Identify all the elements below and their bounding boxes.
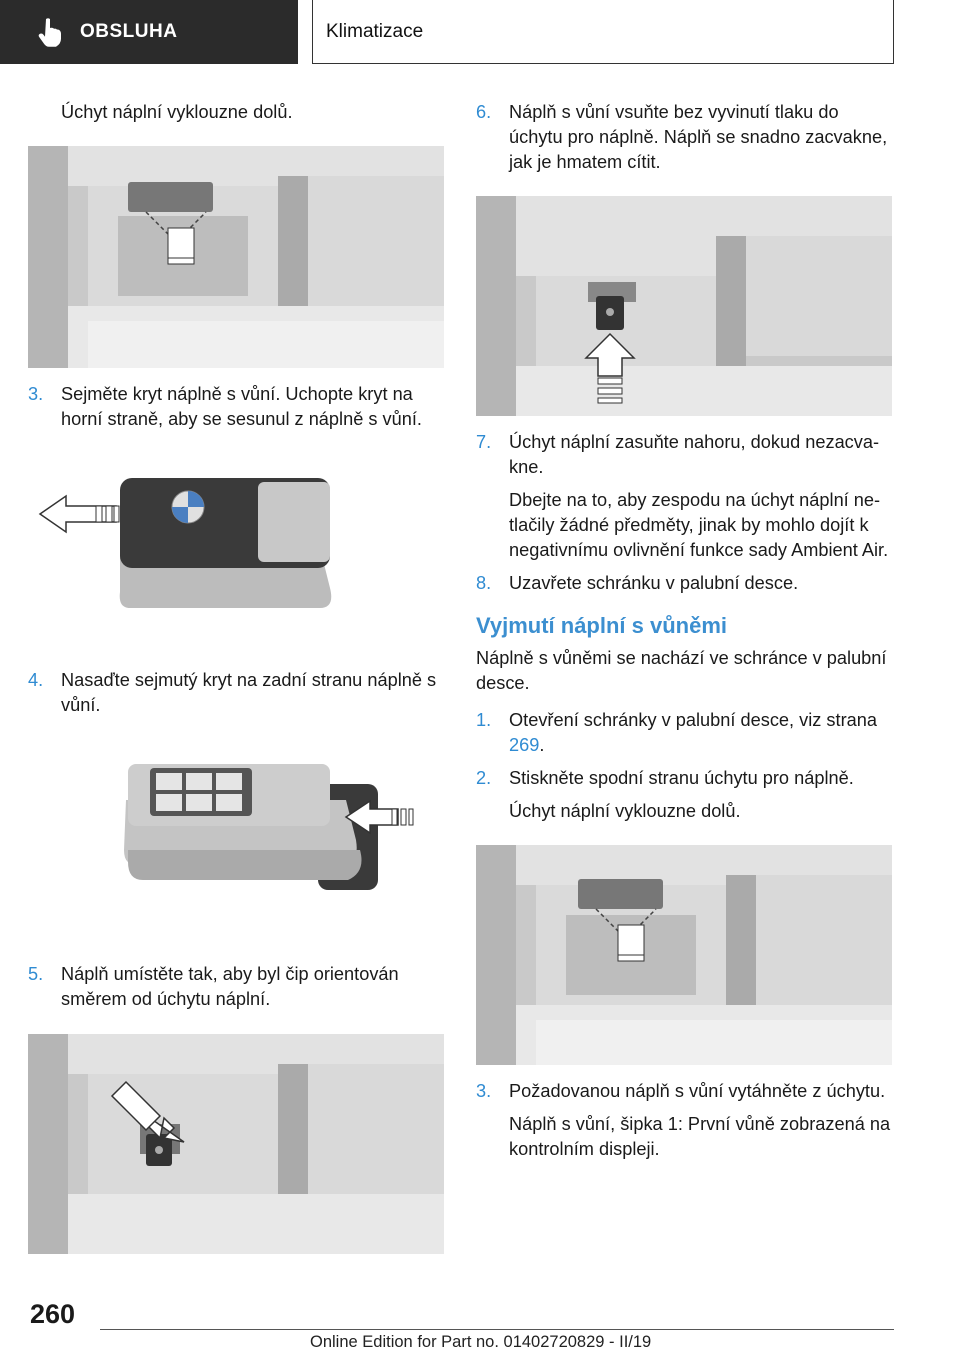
page-number: 260 xyxy=(30,1299,76,1329)
step-number: 2. xyxy=(476,768,492,788)
step-7-note: Dbejte na to, aby zespodu na úchyt nápln… xyxy=(509,490,889,560)
step-3: 3. Sejměte kryt náplně s vůní. Uchopte k… xyxy=(28,382,444,432)
glovebox-photo-holder-down xyxy=(28,146,444,368)
section-title: OBSLUHA xyxy=(80,21,178,42)
step-number: 1. xyxy=(476,710,492,730)
section-heading: Vyjmutí náplní s vůněmi xyxy=(476,613,728,638)
step-text: Uzavřete schránku v palubní desce. xyxy=(509,573,799,593)
footer-edition: Online Edition for Part no. 01402720829 … xyxy=(310,1333,652,1351)
step-text: Otevření schránky v palubní desce, viz s… xyxy=(509,710,877,755)
step-number: 3. xyxy=(476,1081,492,1101)
step-number: 4. xyxy=(28,670,44,690)
footer-divider xyxy=(100,1329,894,1330)
step-text: Náplň s vůní vsuňte bez vyvinutí tlaku d… xyxy=(509,102,888,172)
cartridge-insert-photo xyxy=(28,1034,444,1254)
removal-step-2-note: Úchyt náplní vyklouzne dolů. xyxy=(509,801,741,821)
step-8: 8. Uzavřete schránku v palubní desce. xyxy=(476,571,894,596)
step-text: Sejměte kryt náplně s vůní. Uchopte kryt… xyxy=(61,384,422,429)
chapter-title: Klimatizace xyxy=(326,20,424,42)
cover-removal-photo xyxy=(28,456,444,644)
step-text: Úchyt náplní zasuňte nahoru, dokud nezac… xyxy=(509,432,880,477)
right-column: 6. Náplň s vůní vsuňte bez vyvinutí tlak… xyxy=(476,100,894,1162)
step-number: 5. xyxy=(28,964,44,984)
step-text: Nasaďte sejmutý kryt na zadní stranu náp… xyxy=(61,670,437,715)
step-text: Stiskněte spodní stranu úchytu pro nápln… xyxy=(509,768,854,788)
cover-attach-photo xyxy=(28,740,444,936)
removal-step-3-note: Náplň s vůní, šipka 1: První vůně zobraz… xyxy=(509,1114,891,1159)
step-number: 7. xyxy=(476,432,492,452)
step-number: 8. xyxy=(476,573,492,593)
step-5: 5. Náplň umístěte tak, aby byl čip orien… xyxy=(28,962,444,1012)
intro-text: Úchyt náplní vyklouzne dolů. xyxy=(61,102,293,122)
removal-step-3: 3. Požadovanou náplň s vůní vytáhněte z … xyxy=(476,1079,894,1104)
glovebox-photo-holder-down-2 xyxy=(476,845,894,1065)
cartridge-push-photo xyxy=(476,196,894,416)
page-link-269[interactable]: 269 xyxy=(509,735,540,755)
step-number: 3. xyxy=(28,384,44,404)
step-text: Požadovanou náplň s vůní vytáhněte z úch… xyxy=(509,1081,886,1101)
step-number: 6. xyxy=(476,102,492,122)
section-intro: Náplně s vůněmi se nachází ve schránce v… xyxy=(476,648,887,693)
section-tab: OBSLUHA xyxy=(0,0,298,64)
removal-step-1: 1. Otevření schránky v palubní desce, vi… xyxy=(476,708,894,758)
step-4: 4. Nasaďte sejmutý kryt na zadní stranu … xyxy=(28,668,444,718)
hand-pointer-icon xyxy=(38,18,61,47)
removal-step-2: 2. Stiskněte spodní stranu úchytu pro ná… xyxy=(476,766,894,791)
chapter-title-box: Klimatizace xyxy=(312,0,894,64)
left-column: Úchyt náplní vyklouzne dolů. 3. Sejměte … xyxy=(28,100,444,1254)
step-text: Náplň umístěte tak, aby byl čip orientov… xyxy=(61,964,399,1009)
step-6: 6. Náplň s vůní vsuňte bez vyvinutí tlak… xyxy=(476,100,894,175)
step-7: 7. Úchyt náplní zasuňte nahoru, dokud ne… xyxy=(476,430,894,480)
